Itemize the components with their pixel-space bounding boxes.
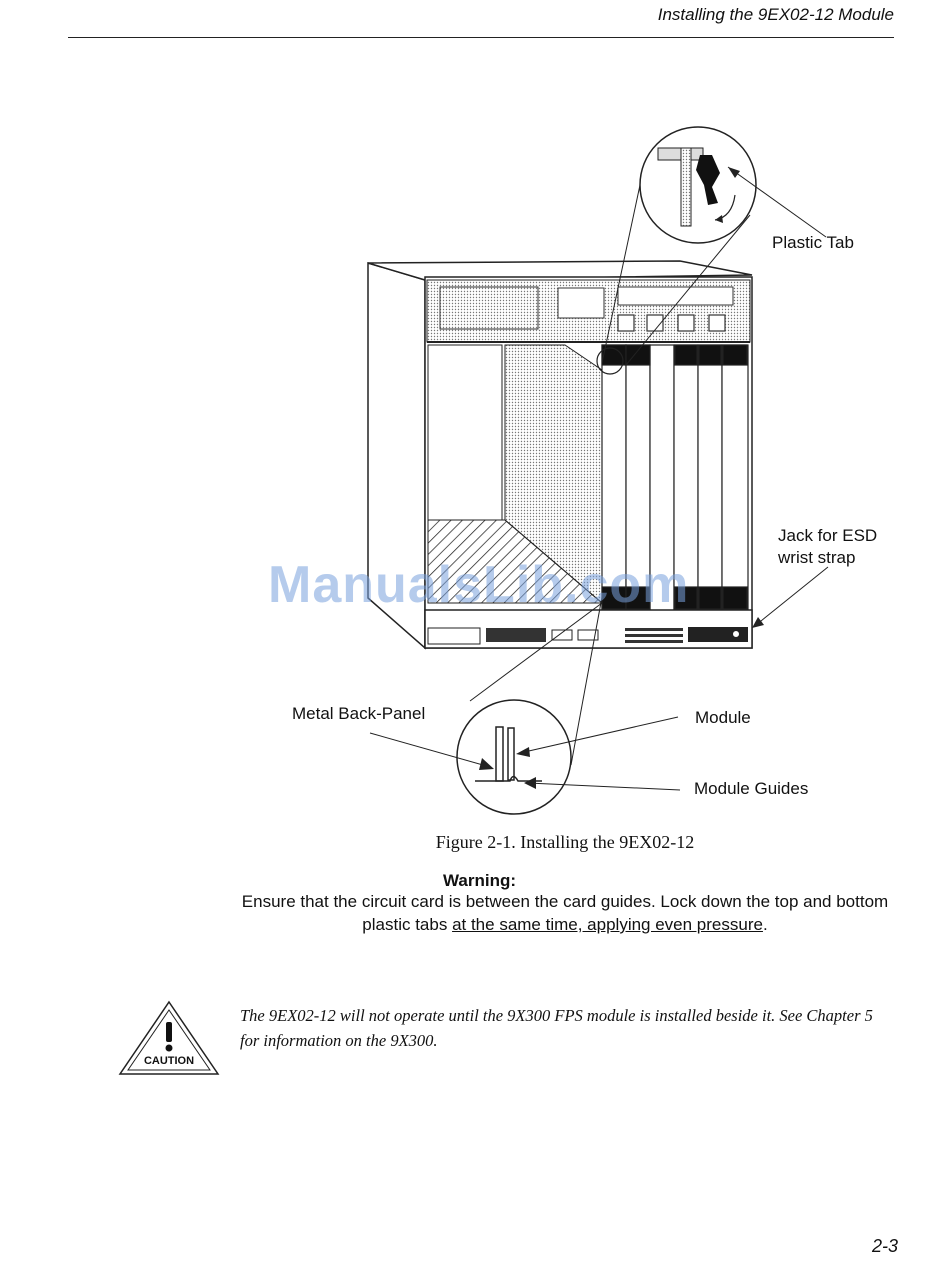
caution-icon: CAUTION bbox=[118, 1000, 220, 1076]
installed-modules bbox=[601, 344, 749, 621]
page-number: 2-3 bbox=[871, 1236, 898, 1256]
caution-label: CAUTION bbox=[144, 1055, 194, 1067]
warning-body: Ensure that the circuit card is between … bbox=[240, 890, 890, 936]
chassis-top bbox=[367, 260, 753, 281]
chassis-drawing bbox=[367, 126, 829, 815]
caution-text: The 9EX02-12 will not operate until the … bbox=[240, 1006, 873, 1050]
plastic-tab-zoom-circle bbox=[596, 126, 827, 375]
callout-plastic-tab: Plastic Tab bbox=[772, 233, 854, 252]
warning-heading: Warning: bbox=[443, 871, 517, 890]
callout-module-guides: Module Guides bbox=[694, 779, 809, 798]
watermark: ManualsLib.com bbox=[268, 556, 690, 614]
header-rule bbox=[68, 37, 894, 38]
warning-emphasis: at the same time, applying even pressure bbox=[452, 915, 763, 934]
callout-jack-esd-line2: wrist strap bbox=[778, 548, 856, 567]
warning-end: . bbox=[762, 915, 768, 934]
warning-text: Ensure that the circuit card is between … bbox=[241, 892, 889, 934]
module-guide-zoom-circle bbox=[369, 596, 681, 815]
running-header: Installing the 9EX02-12 Module bbox=[657, 5, 894, 24]
callout-metal-back-panel: Metal Back-Panel bbox=[292, 704, 426, 723]
callout-module: Module bbox=[695, 708, 751, 727]
figure-chassis-illustration: Plastic Tab Jack for ESD wrist strap Met… bbox=[280, 125, 900, 825]
callout-jack-esd-line1: Jack for ESD bbox=[778, 526, 878, 545]
figure-caption: Figure 2-1. Installing the 9EX02-12 bbox=[435, 832, 695, 852]
